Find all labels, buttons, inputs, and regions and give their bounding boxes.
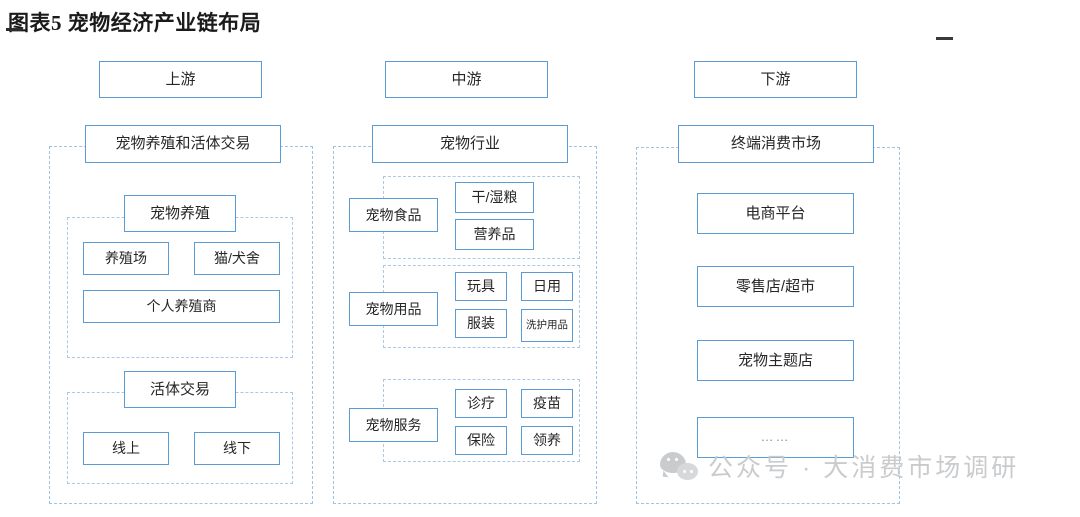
upstream-item-offline[interactable]: 线下 (194, 432, 280, 465)
downstream-item-ellipsis[interactable]: …… (697, 417, 854, 458)
midstream-item-nutrition[interactable]: 营养品 (455, 219, 534, 250)
upstream-item-individual-breeder[interactable]: 个人养殖商 (83, 290, 280, 323)
upstream-item-online[interactable]: 线上 (83, 432, 169, 465)
upstream-group-breeding-container (67, 217, 293, 358)
upstream-section-title[interactable]: 宠物养殖和活体交易 (85, 125, 281, 163)
midstream-item-dry-wet-food[interactable]: 干/湿粮 (455, 182, 534, 213)
midstream-item-daily-use[interactable]: 日用 (521, 272, 573, 301)
upstream-item-farm[interactable]: 养殖场 (83, 242, 169, 275)
downstream-item-ecommerce[interactable]: 电商平台 (697, 193, 854, 234)
wechat-icon (660, 452, 698, 480)
midstream-item-insurance[interactable]: 保险 (455, 426, 507, 455)
midstream-section-title[interactable]: 宠物行业 (372, 125, 568, 163)
upstream-group-breeding-label[interactable]: 宠物养殖 (124, 195, 236, 232)
watermark: 公众号 · 大消费市场调研 (660, 448, 1019, 484)
midstream-item-toys[interactable]: 玩具 (455, 272, 507, 301)
column-header-midstream[interactable]: 中游 (385, 61, 548, 98)
midstream-group-services-label[interactable]: 宠物服务 (349, 408, 438, 442)
midstream-item-vaccine[interactable]: 疫苗 (521, 389, 573, 418)
title-right-dash-mark (936, 37, 953, 40)
watermark-text: 公众号 · 大消费市场调研 (708, 454, 1020, 482)
midstream-item-clinic[interactable]: 诊疗 (455, 389, 507, 418)
midstream-group-supplies-label[interactable]: 宠物用品 (349, 292, 438, 326)
downstream-item-pet-theme-store[interactable]: 宠物主题店 (697, 340, 854, 381)
page-title: 图表5 宠物经济产业链布局 (8, 11, 262, 35)
column-header-downstream[interactable]: 下游 (694, 61, 857, 98)
upstream-group-livetrade-label[interactable]: 活体交易 (124, 371, 236, 408)
upstream-item-catdog-house[interactable]: 猫/犬舍 (194, 242, 280, 275)
midstream-item-grooming-supplies[interactable]: 洗护用品 (521, 309, 573, 342)
downstream-item-retail-supermarket[interactable]: 零售店/超市 (697, 266, 854, 307)
midstream-item-adoption[interactable]: 领养 (521, 426, 573, 455)
midstream-item-apparel[interactable]: 服装 (455, 309, 507, 338)
midstream-group-food-label[interactable]: 宠物食品 (349, 198, 438, 232)
downstream-section-title[interactable]: 终端消费市场 (678, 125, 874, 163)
column-header-upstream[interactable]: 上游 (99, 61, 262, 98)
title-underscore-mark (6, 28, 22, 31)
